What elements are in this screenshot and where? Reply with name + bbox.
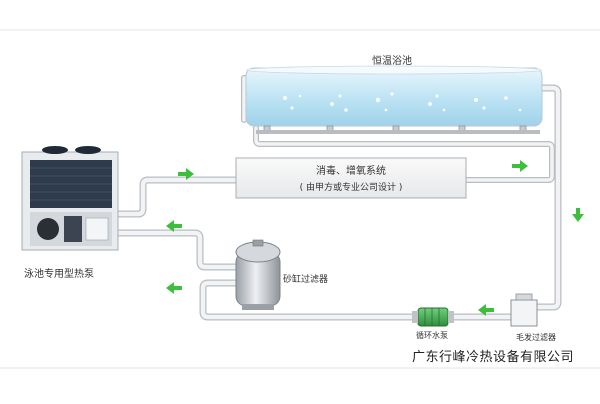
heat-pump-compressor — [37, 218, 59, 240]
arrow-right-from-disinfect — [512, 160, 528, 172]
disinfection-subtitle: ( 由甲方或专业公司设计 ) — [299, 183, 403, 193]
sand-filter-tank — [235, 239, 281, 310]
flow-arrows — [166, 160, 584, 316]
circulation-pump — [412, 307, 454, 327]
arrow-right-to-disinfect — [178, 168, 194, 180]
sand-filter-base — [242, 304, 274, 310]
heat-pump-control-panel — [85, 217, 109, 241]
pipe-right-riser-inner — [533, 85, 561, 310]
pool-nozzles — [263, 125, 527, 133]
pool-label: 恒温浴池 — [372, 56, 412, 67]
pipe-sandfilter-to-heatpump — [114, 229, 242, 271]
hair-filter-label: 毛发过滤器 — [516, 333, 556, 342]
pool-tank — [245, 65, 543, 134]
arrow-left-from-sandfilter — [166, 282, 182, 294]
arrow-left-to-heatpump — [166, 220, 182, 232]
pool-body — [245, 67, 543, 127]
heat-pump-label: 泳池专用型热泵 — [24, 269, 94, 280]
arrow-down-right-riser — [572, 208, 584, 222]
pipe-disinfect-to-pool-inner — [254, 126, 554, 182]
pump-flange-right — [448, 311, 454, 323]
sand-filter-valve — [252, 239, 264, 247]
heat-pump-fan-right — [75, 146, 101, 154]
circulation-pump-label: 循环水泵 — [416, 331, 448, 340]
pool-bubbles — [283, 92, 522, 112]
disinfection-title: 消毒、增氧系统 — [316, 166, 386, 177]
pipe-bottom-return-inner — [200, 280, 514, 320]
sand-filter-label: 砂缸过滤器 — [283, 275, 329, 285]
hair-filter-box — [510, 293, 538, 327]
pipe-heatpump-to-disinfect — [114, 176, 240, 218]
arrow-left-bottom-return — [478, 304, 494, 316]
pipe-sandfilter-to-heatpump-inner — [115, 230, 241, 270]
company-name: 广东行峰冷热设备有限公司 — [412, 350, 575, 365]
pump-body — [417, 307, 449, 327]
hair-filter-body — [510, 299, 538, 327]
pump-flange-left — [412, 311, 418, 323]
pipe-heatpump-to-disinfect-inner — [115, 177, 239, 217]
heat-pump-unit — [21, 146, 119, 251]
heat-pump-coil-fins — [30, 167, 112, 201]
heat-pump-fan-left — [42, 146, 68, 154]
heat-pump-heat-exchanger — [64, 216, 82, 242]
pool-rim — [245, 65, 543, 75]
hair-filter-lid — [515, 293, 533, 301]
disinfection-box — [235, 157, 467, 199]
